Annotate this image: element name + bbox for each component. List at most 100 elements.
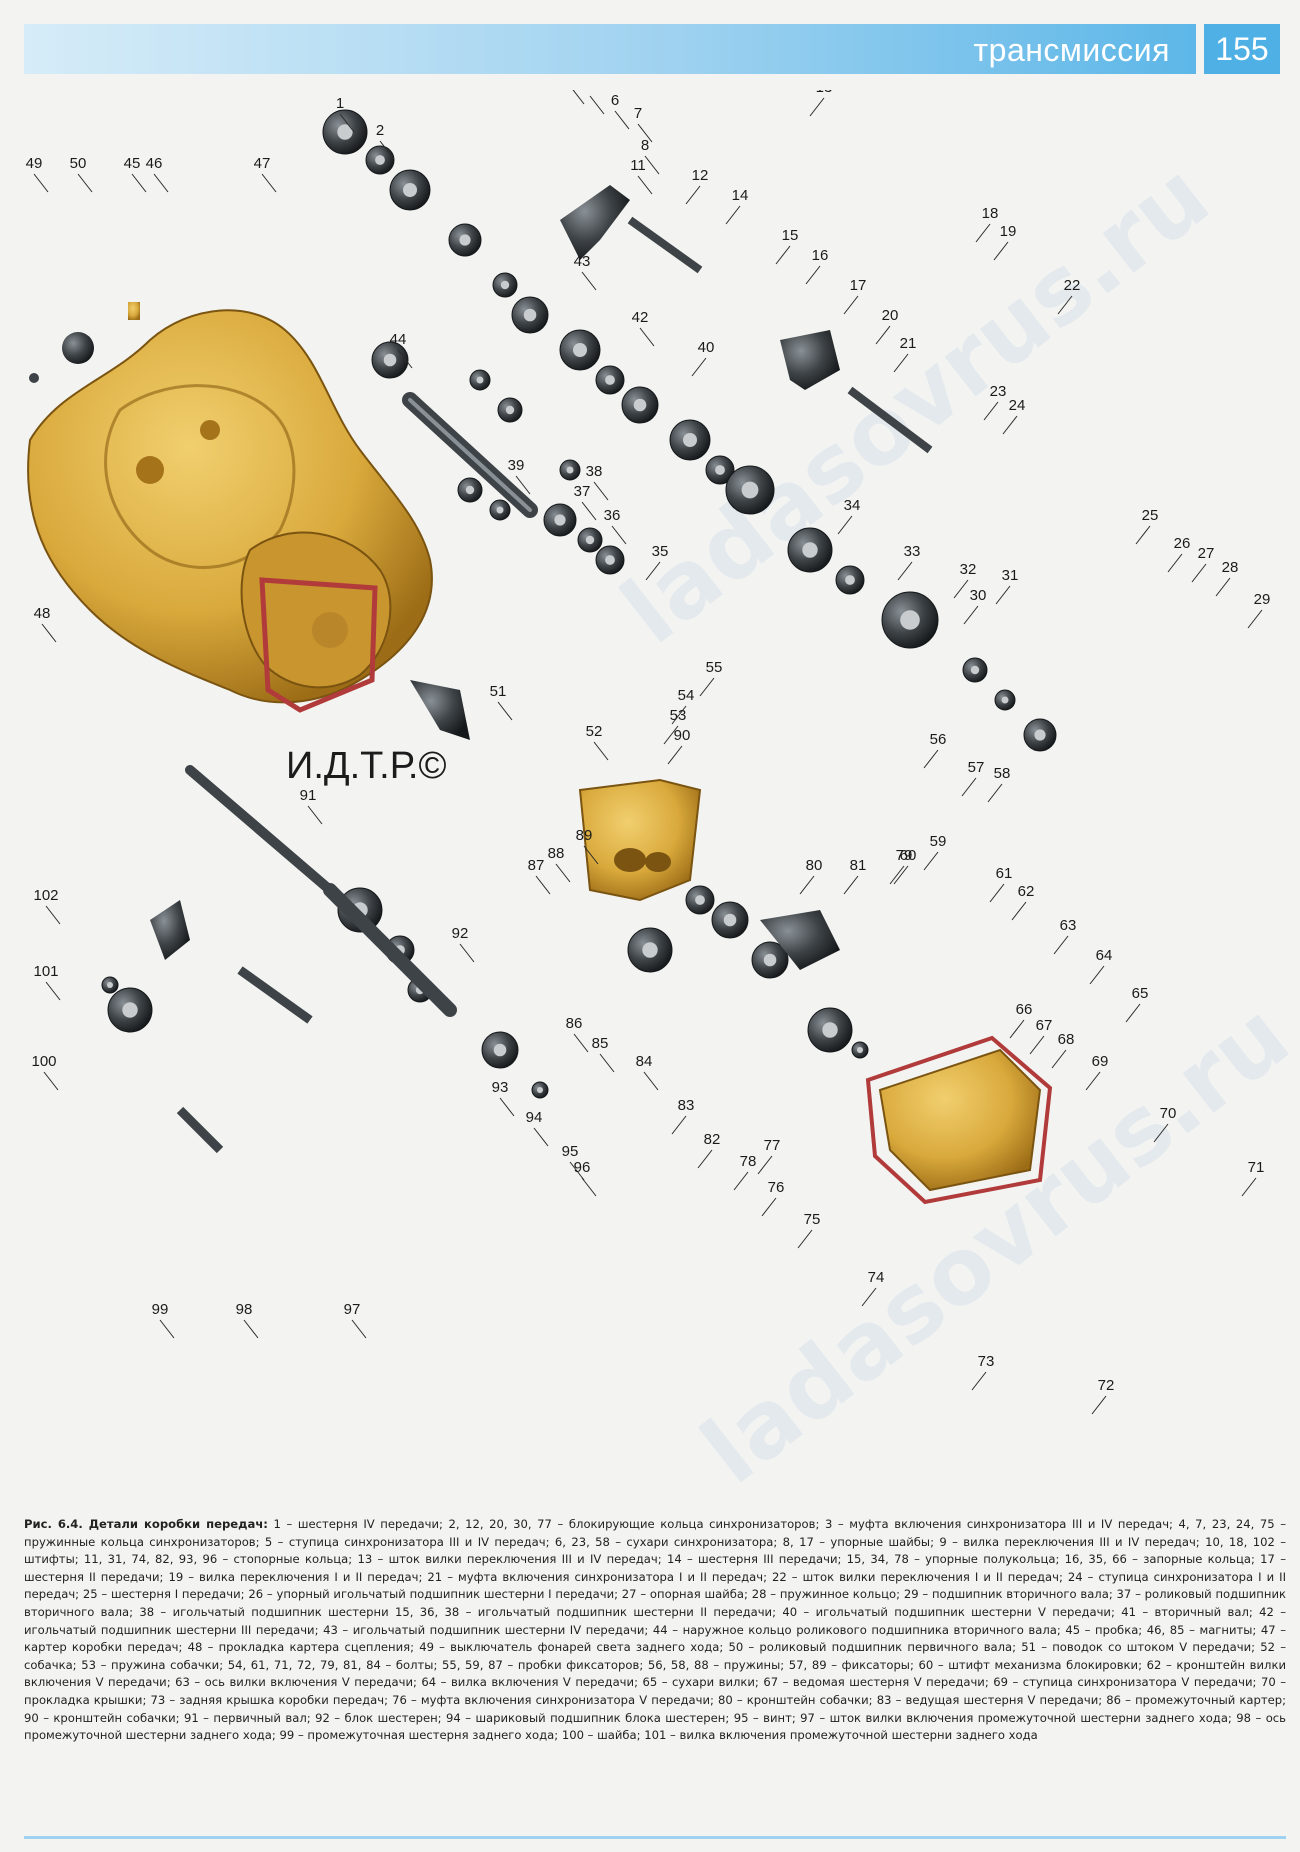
leader-line [897,561,913,581]
leader-line [843,875,859,895]
leader-line [1247,609,1263,629]
gear-hub [107,982,113,988]
leader-line [837,515,853,535]
gear-hub [605,555,615,565]
leader-line [889,865,905,885]
leader-line [645,561,661,581]
part-number-61: 61 [996,865,1013,882]
leader-line [953,579,969,599]
part-number-55: 55 [706,659,723,676]
leader-line [1153,1123,1169,1143]
leader-line [159,1319,175,1339]
part-number-100: 100 [31,1053,56,1070]
gear-hub [970,665,980,675]
part-number-91: 91 [300,787,317,804]
part-number-49: 49 [26,155,43,172]
part-number-32: 32 [960,561,977,578]
leader-line [307,805,323,825]
gear-hub [763,953,777,967]
leader-line [243,1319,259,1339]
gear-hub [476,376,484,384]
part-number-57: 57 [968,759,985,776]
page-number: 155 [1204,24,1280,74]
gear-hub [554,514,566,526]
leader-line [339,113,355,133]
leader-line [989,883,1005,903]
part-number-98: 98 [236,1301,253,1318]
leader-line [699,677,715,697]
gear-hub [523,308,537,322]
leader-line [261,173,277,193]
part-number-77: 77 [764,1137,781,1154]
leader-line [861,1287,877,1307]
leader-line [644,155,660,175]
gear-hub [375,155,385,165]
leader-line [581,1177,597,1197]
leader-line [963,605,979,625]
leader-line [33,173,49,193]
part-number-92: 92 [452,925,469,942]
part-number-50: 50 [70,155,87,172]
gear-hub [642,942,658,958]
leader-line [923,749,939,769]
secondary-shaft [402,392,538,518]
part-number-86: 86 [566,1015,583,1032]
part-number-78: 78 [740,1153,757,1170]
leader-line [637,123,653,143]
part-number-48: 48 [34,605,51,622]
gear-hub [496,506,504,514]
leader-line [1051,1049,1067,1069]
part-number-23: 23 [990,383,1007,400]
leader-line [611,525,627,545]
part-number-27: 27 [1198,545,1215,562]
part-number-81: 81 [850,857,867,874]
leader-line [535,875,551,895]
part-number-68: 68 [1058,1031,1075,1048]
part-number-11: 11 [630,157,646,174]
gear-hub [383,353,397,367]
part-number-82: 82 [704,1131,721,1148]
part-number-96: 96 [574,1159,591,1176]
leader-line [843,295,859,315]
gear-hub [403,183,417,197]
part-number-85: 85 [592,1035,609,1052]
part-number-47: 47 [254,155,271,172]
part-number-6: 6 [611,92,619,109]
part-number-21: 21 [900,335,917,352]
leader-line [379,140,395,160]
leader-line [459,943,475,963]
gear-hub [337,124,353,140]
leader-line [1125,1003,1141,1023]
rear-cover [865,1035,1053,1205]
part-number-31: 31 [1002,567,1019,584]
header-banner: трансмиссия [24,24,1196,74]
leader-line [663,725,679,745]
leader-line [569,1161,585,1181]
part-number-44: 44 [390,331,407,348]
part-number-51: 51 [490,683,507,700]
leader-line [809,97,825,117]
part-number-42: 42 [632,309,649,326]
part-number-69: 69 [1092,1053,1109,1070]
part-number-40: 40 [698,339,715,356]
leader-line [697,1149,713,1169]
parts-illustration: 1234567891011121314151617181920212223242… [26,90,1270,1415]
part-number-20: 20 [882,307,899,324]
gear-hub [802,542,818,558]
part-number-56: 56 [930,731,947,748]
part-number-88: 88 [548,845,565,862]
leader-line [1215,577,1231,597]
gear-hub [1034,729,1046,741]
leader-line [583,845,599,865]
part-number-74: 74 [868,1269,885,1286]
leader-line [971,1371,987,1391]
part-number-71: 71 [1248,1159,1265,1176]
part-number-15: 15 [782,227,799,244]
leader-line [893,353,909,373]
part-number-79: 79 [896,847,913,864]
part-number-65: 65 [1132,985,1149,1002]
part-number-54: 54 [678,687,695,704]
part-number-22: 22 [1064,277,1081,294]
part-number-36: 36 [604,507,621,524]
leader-line [893,865,909,885]
